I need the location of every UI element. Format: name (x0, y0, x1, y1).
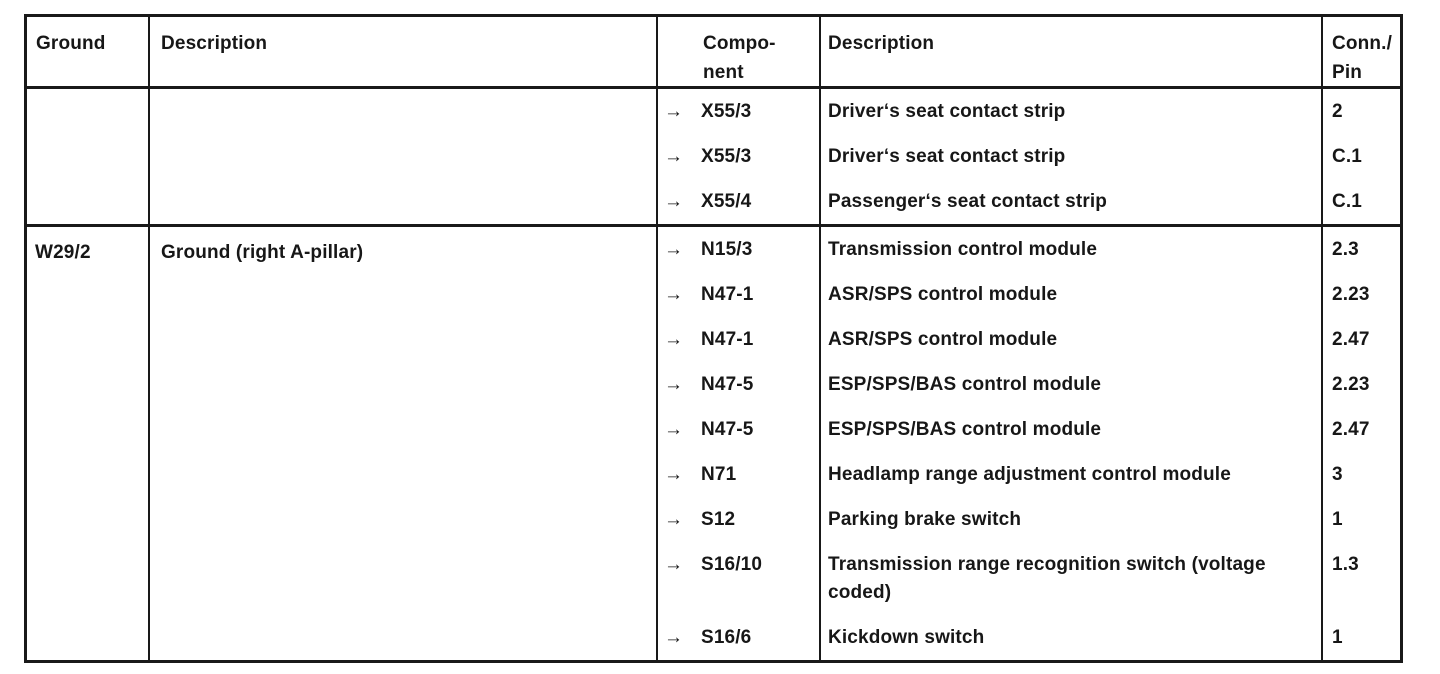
component-code: X55/4 (701, 191, 752, 212)
component-row: → N47-1 ASR/SPS control module 2.47 (658, 317, 1400, 362)
arrow-right-icon: → (664, 239, 684, 260)
conn-pin-value: 2 (1332, 101, 1343, 122)
header-ground-description: Description (150, 17, 658, 86)
ground-id (27, 89, 150, 224)
component-cell: → N47-1 (658, 272, 821, 317)
component-description: Parking brake switch (821, 497, 1323, 542)
component-row: → S16/6 Kickdown switch 1 (658, 615, 1400, 660)
component-description: Transmission range recognition switch (v… (821, 542, 1323, 615)
component-rows: → X55/3 Driver‘s seat contact strip 2 → X5… (658, 89, 1400, 224)
component-description: Driver‘s seat contact strip (821, 89, 1323, 134)
arrow-right-icon: → (664, 509, 684, 530)
component-row: → N47-5 ESP/SPS/BAS control module 2.23 (658, 362, 1400, 407)
component-cell: → S16/10 (658, 542, 821, 615)
arrow-right-icon: → (664, 419, 684, 440)
conn-pin-value: 2.23 (1332, 284, 1370, 305)
component-code: X55/3 (701, 101, 752, 122)
ground-description: Ground (right A-pillar) (150, 227, 658, 660)
component-row: → N47-5 ESP/SPS/BAS control module 2.47 (658, 407, 1400, 452)
ground-distribution-table: Ground Description Compo- nent Descripti… (24, 14, 1403, 663)
arrow-right-icon: → (664, 627, 684, 648)
component-row: → N71 Headlamp range adjustment control m… (658, 452, 1400, 497)
component-code: S16/10 (701, 554, 763, 575)
conn-pin-value: 2.47 (1332, 329, 1370, 350)
header-ground: Ground (27, 17, 150, 86)
arrow-right-icon: → (664, 146, 684, 167)
component-description: ESP/SPS/BAS control module (821, 362, 1323, 407)
component-description: Passenger‘s seat contact strip (821, 179, 1323, 224)
conn-pin-value: 1 (1332, 627, 1343, 648)
component-row: → S12 Parking brake switch 1 (658, 497, 1400, 542)
component-cell: → N71 (658, 452, 821, 497)
component-row: → X55/4 Passenger‘s seat contact strip C.… (658, 179, 1400, 224)
conn-pin-value: 2.3 (1332, 239, 1359, 260)
conn-pin-value: 2.23 (1332, 374, 1370, 395)
component-code: N47-1 (701, 284, 754, 305)
component-code: S12 (701, 509, 736, 530)
component-code: N15/3 (701, 239, 753, 260)
component-cell: → N47-5 (658, 362, 821, 407)
conn-pin-value: 3 (1332, 464, 1343, 485)
component-description: ASR/SPS control module (821, 272, 1323, 317)
component-cell: → X55/3 (658, 134, 821, 179)
header-component-line2: nent (703, 62, 744, 83)
component-description: ASR/SPS control module (821, 317, 1323, 362)
header-component-line1: Compo- (703, 33, 776, 54)
header-conn-pin: Conn./ Pin (1323, 17, 1400, 86)
conn-pin-value: C.1 (1332, 191, 1363, 212)
component-row: → X55/3 Driver‘s seat contact strip 2 (658, 89, 1400, 134)
component-code: N47-1 (701, 329, 754, 350)
component-code: X55/3 (701, 146, 752, 167)
component-code: S16/6 (701, 627, 752, 648)
component-rows: → N15/3 Transmission control module 2.3 →… (658, 227, 1400, 660)
component-description: Headlamp range adjustment control module (821, 452, 1323, 497)
conn-pin-value: 2.47 (1332, 419, 1370, 440)
ground-group: W29/2 Ground (right A-pillar) → N15/3 Tra… (27, 224, 1400, 660)
header-component: Compo- nent (658, 17, 821, 86)
header-component-description: Description (821, 17, 1323, 86)
component-description: Transmission control module (821, 227, 1323, 272)
conn-pin-value: 1.3 (1332, 554, 1359, 575)
header-conn-line1: Conn./ (1332, 33, 1392, 54)
arrow-right-icon: → (664, 191, 684, 212)
component-code: N47-5 (701, 374, 754, 395)
component-description: ESP/SPS/BAS control module (821, 407, 1323, 452)
table-header-row: Ground Description Compo- nent Descripti… (27, 17, 1400, 89)
component-row: → N47-1 ASR/SPS control module 2.23 (658, 272, 1400, 317)
arrow-right-icon: → (664, 554, 684, 575)
component-row: → N15/3 Transmission control module 2.3 (658, 227, 1400, 272)
component-cell: → N15/3 (658, 227, 821, 272)
arrow-right-icon: → (664, 464, 684, 485)
component-description: Kickdown switch (821, 615, 1323, 660)
arrow-right-icon: → (664, 374, 684, 395)
header-conn-line2: Pin (1332, 62, 1363, 83)
component-row: → X55/3 Driver‘s seat contact strip C.1 (658, 134, 1400, 179)
arrow-right-icon: → (664, 329, 684, 350)
conn-pin-value: 1 (1332, 509, 1343, 530)
ground-id: W29/2 (27, 227, 150, 660)
arrow-right-icon: → (664, 284, 684, 305)
component-cell: → S16/6 (658, 615, 821, 660)
component-cell: → X55/3 (658, 89, 821, 134)
component-code: N71 (701, 464, 737, 485)
component-cell: → S12 (658, 497, 821, 542)
component-cell: → X55/4 (658, 179, 821, 224)
ground-description (150, 89, 658, 224)
component-cell: → N47-5 (658, 407, 821, 452)
component-row: → S16/10 Transmission range recognition s… (658, 542, 1400, 615)
conn-pin-value: C.1 (1332, 146, 1363, 167)
component-description: Driver‘s seat contact strip (821, 134, 1323, 179)
component-cell: → N47-1 (658, 317, 821, 362)
ground-group: → X55/3 Driver‘s seat contact strip 2 → X5… (27, 89, 1400, 224)
arrow-right-icon: → (664, 101, 684, 122)
component-code: N47-5 (701, 419, 754, 440)
